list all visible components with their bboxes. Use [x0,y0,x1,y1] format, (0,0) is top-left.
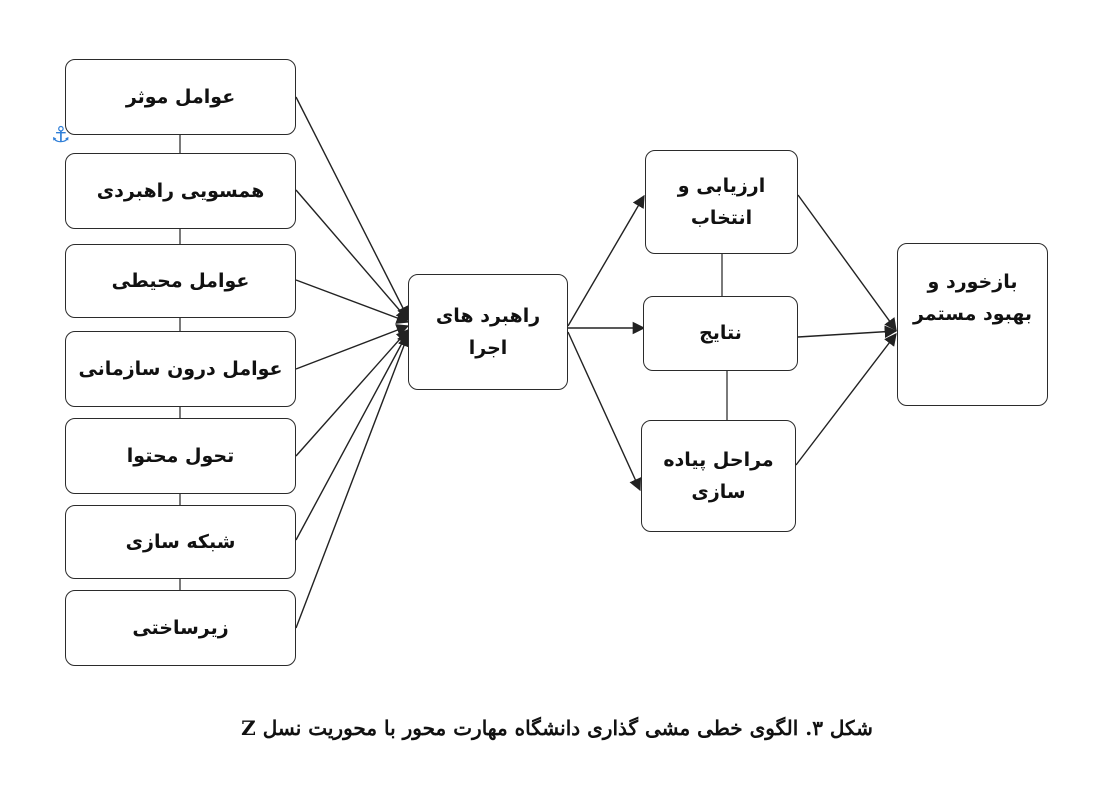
figure-caption: شکل ۳. الگوی خطی مشی گذاری دانشگاه مهارت… [241,716,873,740]
factor-networking: شبکه سازی [65,505,296,579]
arrow-to-evaluation [567,194,645,327]
results: نتایج [643,296,798,371]
factor-effective: عوامل موثر [65,59,296,135]
arrow-results-feedback [797,325,898,338]
arrow-factor-7 [295,333,410,629]
factor-environmental: عوامل محیطی [65,244,296,318]
arrow-factor-3 [295,279,410,324]
arrow-eval-feedback [797,194,897,332]
evaluation-selection: ارزیابی و انتخاب [645,150,798,254]
arrow-factor-6 [295,330,409,541]
feedback-improvement: بازخورد و بهبود مستمر [897,243,1048,406]
arrow-factor-4 [295,324,410,370]
factor-content-transformation: تحول محتوا [65,418,296,494]
factor-infrastructure: زیرساختی [65,590,296,666]
implementation-stages: مراحل پیاده سازی [641,420,796,532]
arrow-impl-feedback [795,332,897,466]
arrow-factor-1 [295,96,409,320]
factor-internal-organizational: عوامل درون سازمانی [65,331,296,407]
arrow-factor-2 [295,189,409,321]
arrow-factor-5 [295,329,409,457]
implementation-strategies: راهبرد های اجرا [408,274,568,390]
arrow-to-implementation [567,331,642,492]
factor-strategic-alignment: همسویی راهبردی [65,153,296,229]
